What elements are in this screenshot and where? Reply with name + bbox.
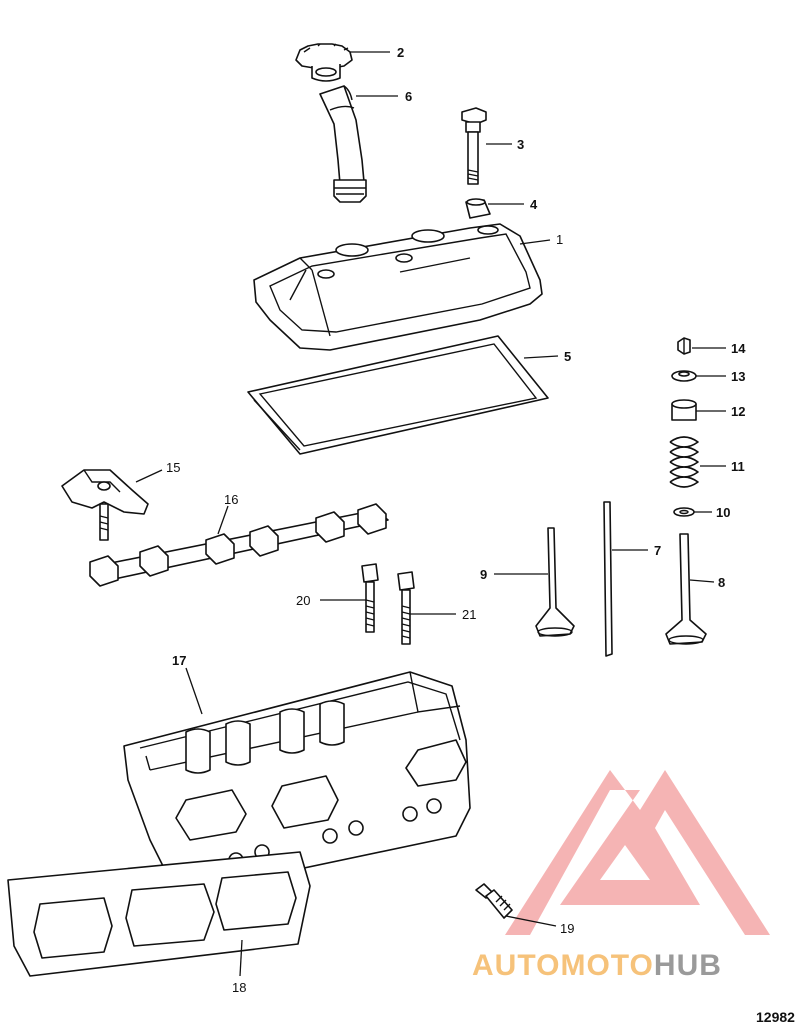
part-11-valve-spring	[669, 436, 699, 488]
watermark-text-automoto: AUTOMOTO	[472, 949, 654, 982]
callout-18: 18	[232, 980, 246, 995]
callout-2: 2	[397, 45, 404, 60]
callout-20: 20	[296, 593, 310, 608]
watermark-logo	[505, 770, 770, 935]
part-9-valve	[535, 527, 575, 637]
part-5-cover-gasket	[247, 335, 549, 455]
callout-10: 10	[716, 505, 730, 520]
part-8-valve	[665, 533, 707, 645]
callout-9: 9	[480, 567, 487, 582]
callout-5: 5	[564, 349, 571, 364]
part-17-cylinder-head	[123, 671, 471, 893]
springs-on-head	[185, 700, 345, 774]
part-7-push-rod	[603, 501, 613, 657]
part-21-bolt	[397, 571, 415, 645]
part-1-rocker-cover	[253, 223, 543, 351]
part-15-rocker-arm	[61, 469, 149, 541]
document-number: 12982	[756, 1009, 795, 1025]
callout-1: 1	[556, 232, 563, 247]
part-16-rocker-rail	[89, 503, 389, 587]
callout-7: 7	[654, 543, 661, 558]
leader-lines	[135, 51, 726, 977]
callout-13: 13	[731, 369, 745, 384]
callout-15: 15	[166, 460, 180, 475]
part-20-bolt	[361, 563, 379, 633]
callout-17: 17	[172, 653, 186, 668]
part-10-shim	[673, 507, 695, 517]
part-12-seal	[671, 399, 697, 421]
callout-21: 21	[462, 607, 476, 622]
callout-3: 3	[517, 137, 524, 152]
svg-text:AUTOMOTOHUB: AUTOMOTOHUB	[472, 949, 722, 982]
callout-16: 16	[224, 492, 238, 507]
part-18-head-gasket	[7, 851, 311, 977]
callout-19: 19	[560, 921, 574, 936]
callout-4: 4	[530, 197, 538, 212]
part-6-filler-tube	[319, 85, 367, 203]
part-13-retainer	[671, 370, 697, 382]
callout-12: 12	[731, 404, 745, 419]
part-19-bolt	[475, 883, 513, 919]
callouts: 2 6 3 4 1 5 14 13 12 11 10 7 9 8 15 16 2…	[166, 45, 746, 995]
part-2-oil-filler-cap	[295, 43, 353, 82]
part-3-stud	[461, 107, 487, 185]
part-4-grommet	[465, 198, 491, 219]
callout-8: 8	[718, 575, 725, 590]
callout-11: 11	[731, 459, 745, 474]
callout-6: 6	[405, 89, 412, 104]
watermark-text: AUTOMOTOHUB	[472, 949, 722, 982]
part-14-keepers	[677, 337, 691, 355]
callout-14: 14	[731, 341, 746, 356]
watermark-text-hub: HUB	[654, 949, 722, 982]
